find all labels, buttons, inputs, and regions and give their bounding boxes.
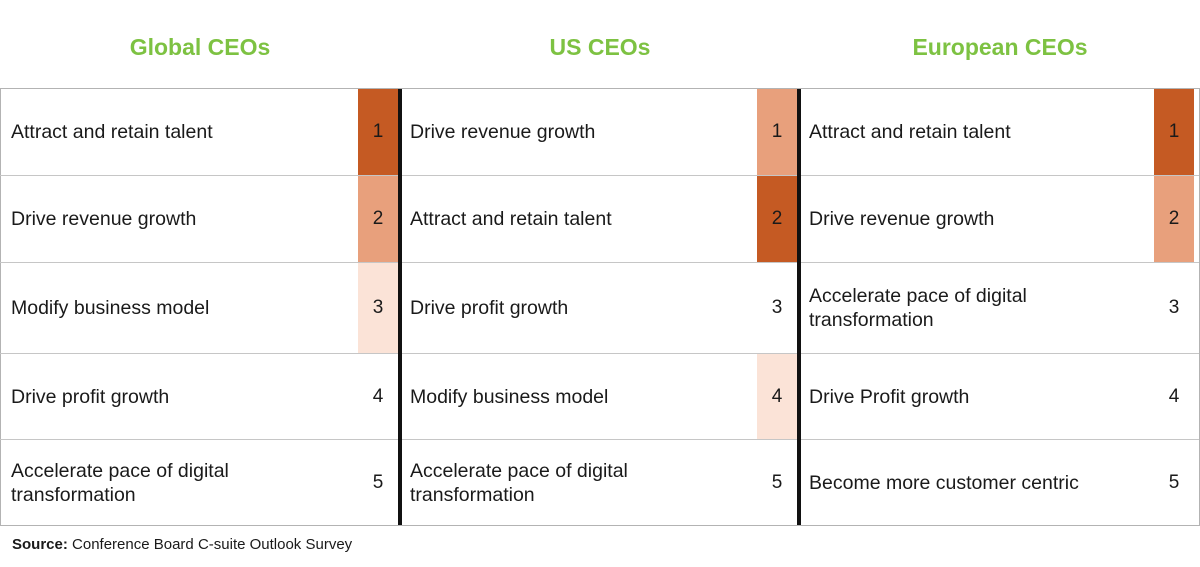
priority-label: Drive profit growth <box>11 385 170 408</box>
source-text: Conference Board C-suite Outlook Survey <box>67 536 353 553</box>
rank-cell: 2 <box>757 176 797 262</box>
rank-cell: 5 <box>757 440 797 525</box>
table-row: Modify business model 4 <box>402 354 797 440</box>
table-row: Drive revenue growth 2 <box>0 176 398 263</box>
table-row: Attract and retain talent 2 <box>402 176 797 263</box>
rank-cell: 4 <box>1154 354 1194 439</box>
table-row: Drive revenue growth 1 <box>402 89 797 176</box>
priority-label: Accelerate pace of digital transformatio… <box>11 459 229 506</box>
table-row: Drive Profit growth 4 <box>801 354 1199 440</box>
rank-cell: 5 <box>358 440 398 525</box>
column-divider <box>398 89 402 525</box>
group-global: Attract and retain talent 1 Drive revenu… <box>0 89 398 525</box>
rank-cell: 1 <box>757 89 797 175</box>
priority-label: Drive revenue growth <box>809 208 995 230</box>
rank-cell: 3 <box>358 263 398 353</box>
rank-cell: 2 <box>358 176 398 262</box>
priority-label: Drive profit growth <box>410 297 569 319</box>
priority-label: Accelerate pace of digital transformatio… <box>809 285 1027 331</box>
source-note: Source: Conference Board C-suite Outlook… <box>12 536 352 553</box>
table-row: Attract and retain talent 1 <box>0 89 398 176</box>
table-row: Accelerate pace of digital transformatio… <box>801 263 1199 354</box>
table-row: Become more customer centric 5 <box>801 440 1199 525</box>
rank-cell: 4 <box>358 354 398 439</box>
priority-label: Attract and retain talent <box>410 208 612 230</box>
group-us: Drive revenue growth 1 Attract and retai… <box>402 89 797 525</box>
priority-label: Modify business model <box>410 385 609 408</box>
rank-cell: 3 <box>1154 263 1194 353</box>
group-european: Attract and retain talent 1 Drive revenu… <box>801 89 1199 525</box>
header-us-ceos: US CEOs <box>549 34 651 60</box>
priority-label: Drive revenue growth <box>410 121 596 143</box>
priority-label: Attract and retain talent <box>809 121 1011 143</box>
priority-label: Become more customer centric <box>809 471 1079 494</box>
priority-label: Drive revenue growth <box>11 208 197 230</box>
rank-cell: 3 <box>757 263 797 353</box>
table-row: Modify business model 3 <box>0 263 398 354</box>
header-global-ceos: Global CEOs <box>129 34 271 60</box>
table-row: Accelerate pace of digital transformatio… <box>0 440 398 525</box>
table-row: Drive revenue growth 2 <box>801 176 1199 263</box>
table-row: Drive profit growth 4 <box>0 354 398 440</box>
table-row: Attract and retain talent 1 <box>801 89 1199 176</box>
priority-label: Attract and retain talent <box>11 121 213 143</box>
header-european-ceos: European CEOs <box>912 34 1088 60</box>
source-label: Source: <box>12 536 68 553</box>
priority-label: Modify business model <box>11 297 210 319</box>
rank-cell: 1 <box>358 89 398 175</box>
priority-label: Drive Profit growth <box>809 385 970 408</box>
rank-cell: 1 <box>1154 89 1194 175</box>
priorities-table: Attract and retain talent 1 Drive revenu… <box>0 88 1200 526</box>
priority-label: Accelerate pace of digital transformatio… <box>410 459 628 506</box>
table-left-border <box>0 89 1 525</box>
rank-cell: 4 <box>757 354 797 439</box>
rank-cell: 5 <box>1154 440 1194 525</box>
table-row: Drive profit growth 3 <box>402 263 797 354</box>
column-divider <box>797 89 801 525</box>
rank-cell: 2 <box>1154 176 1194 262</box>
table-row: Accelerate pace of digital transformatio… <box>402 440 797 525</box>
